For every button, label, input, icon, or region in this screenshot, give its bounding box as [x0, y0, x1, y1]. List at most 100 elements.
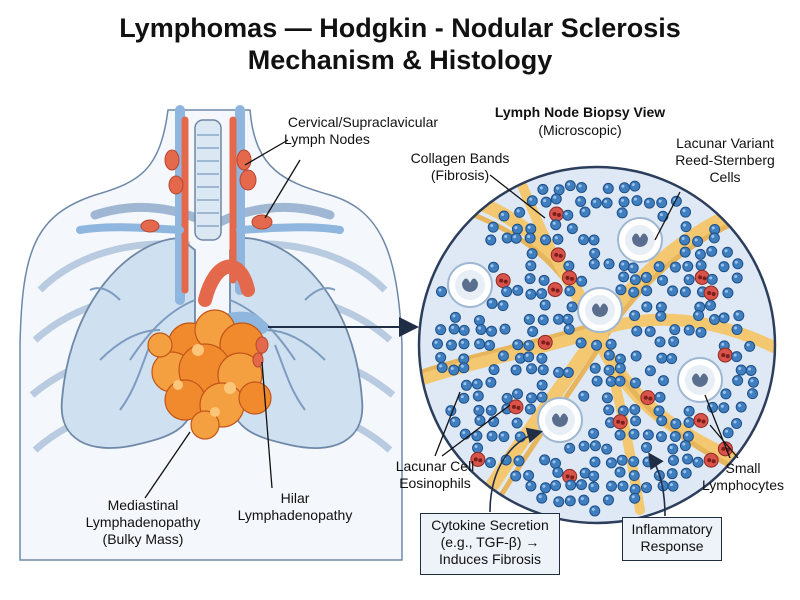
small-lymphocyte	[510, 232, 522, 244]
small-lymphocyte	[563, 260, 575, 272]
small-lymphocyte	[617, 480, 629, 492]
small-lymphocyte	[668, 336, 680, 348]
small-lymphocyte	[618, 196, 630, 208]
small-lymphocyte	[471, 430, 483, 442]
small-lymphocyte	[666, 353, 678, 365]
small-lymphocyte	[553, 184, 565, 196]
small-lymphocyte	[553, 313, 565, 325]
cytokine-arrow	[489, 427, 544, 513]
small-lymphocyte	[695, 326, 707, 338]
small-lymphocyte	[458, 353, 470, 365]
small-lymphocyte	[525, 480, 537, 492]
cell-population	[432, 180, 759, 517]
small-lymphocyte	[682, 453, 694, 465]
leader-lines-right	[434, 174, 739, 459]
small-lymphocyte	[527, 325, 539, 337]
small-lymphocyte	[526, 248, 538, 260]
small-lymphocyte	[512, 339, 524, 351]
small-lymphocyte	[605, 338, 617, 350]
small-lymphocyte	[487, 221, 499, 233]
small-lymphocyte	[629, 274, 641, 286]
small-lymphocyte	[589, 247, 601, 259]
small-lymphocyte	[603, 404, 615, 416]
small-lymphocyte	[656, 197, 668, 209]
small-lymphocyte	[510, 364, 522, 376]
small-lymphocyte	[473, 314, 485, 326]
small-lymphocyte	[722, 287, 734, 299]
small-lymphocyte	[449, 311, 461, 323]
small-lymphocyte	[524, 273, 536, 285]
small-lymphocyte	[449, 416, 461, 428]
small-lymphocyte	[629, 180, 641, 192]
small-lymphocyte	[631, 325, 643, 337]
small-lymphocyte	[448, 364, 460, 376]
small-lymphocyte	[537, 314, 549, 326]
small-lymphocyte	[694, 248, 706, 260]
small-lymphocyte	[747, 376, 759, 388]
small-lymphocyte	[720, 388, 732, 400]
small-lymphocyte	[525, 288, 537, 300]
small-lymphocyte	[436, 362, 448, 374]
small-lymphocyte	[538, 274, 550, 286]
eosinophil	[547, 282, 563, 298]
small-lymphocyte	[731, 351, 743, 363]
left-lung	[60, 237, 196, 449]
small-lymphocyte	[628, 428, 640, 440]
small-lymphocyte	[735, 364, 747, 376]
small-lymphocyte	[472, 442, 484, 454]
small-lymphocyte	[731, 324, 743, 336]
small-lymphocyte	[655, 301, 667, 313]
small-lymphocyte	[653, 261, 665, 273]
small-lymphocyte	[603, 364, 615, 376]
small-lymphocyte	[536, 391, 548, 403]
small-lymphocyte	[657, 274, 669, 286]
small-lymphocyte	[564, 285, 576, 297]
small-lymphocyte	[588, 427, 600, 439]
small-lymphocyte	[501, 392, 513, 404]
small-lymphocyte	[640, 482, 652, 494]
small-lymphocyte	[488, 364, 500, 376]
biopsy-view	[417, 165, 777, 525]
small-lymphocyte	[588, 481, 600, 493]
small-lymphocyte	[550, 193, 562, 205]
small-lymphocyte	[486, 430, 498, 442]
small-lymphocyte	[666, 468, 678, 480]
small-lymphocyte	[448, 323, 460, 335]
page-subtitle: Mechanism & Histology	[247, 45, 553, 75]
small-lymphocyte	[550, 479, 562, 491]
small-lymphocyte	[618, 182, 630, 194]
small-lymphocyte	[683, 417, 695, 429]
small-lymphocyte	[526, 195, 538, 207]
small-lymphocyte	[575, 196, 587, 208]
small-lymphocyte	[525, 223, 537, 235]
small-lymphocyte	[692, 235, 704, 247]
small-lymphocyte	[501, 286, 513, 298]
small-lymphocyte	[618, 271, 630, 283]
small-lymphocyte	[486, 297, 498, 309]
small-lymphocyte	[589, 505, 601, 517]
page-title: Lymphomas — Hodgkin - Nodular Sclerosis	[119, 13, 681, 43]
small-lymphocyte	[630, 415, 642, 427]
eosinophil	[561, 270, 577, 286]
small-lymphocyte	[474, 338, 486, 350]
eosinophil	[470, 451, 486, 467]
small-lymphocyte	[578, 494, 590, 506]
small-lymphocyte	[628, 470, 640, 482]
small-lymphocyte	[445, 339, 457, 351]
small-lymphocyte	[655, 431, 667, 443]
small-lymphocyte	[472, 390, 484, 402]
small-lymphocyte	[718, 261, 730, 273]
small-lymphocyte	[629, 483, 641, 495]
small-lymphocyte	[553, 366, 565, 378]
small-lymphocyte	[732, 258, 744, 270]
small-lymphocyte	[601, 392, 613, 404]
small-lymphocyte	[735, 401, 747, 413]
small-lymphocyte	[705, 299, 717, 311]
small-lymphocyte	[511, 223, 523, 235]
small-lymphocyte	[564, 442, 576, 454]
small-lymphocyte	[721, 246, 733, 258]
small-lymphocyte	[617, 405, 629, 417]
small-lymphocyte	[630, 350, 642, 362]
small-lymphocyte	[605, 457, 617, 469]
small-lymphocyte	[579, 206, 591, 218]
